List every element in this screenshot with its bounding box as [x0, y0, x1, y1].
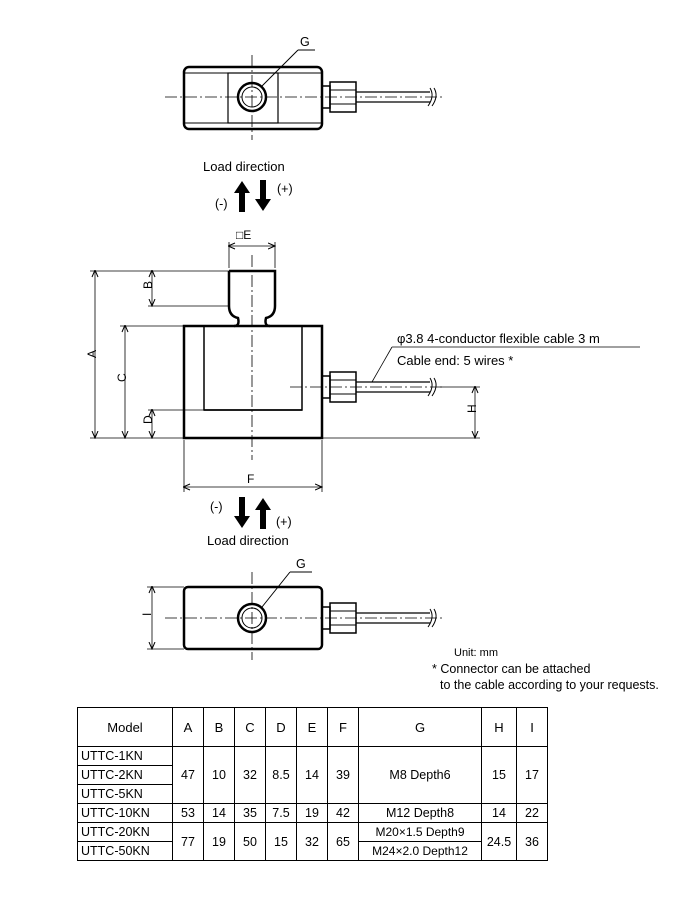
minus-label-lower: (-): [210, 500, 223, 514]
cable-spec-label: φ3.8 4-conductor flexible cable 3 m: [397, 331, 600, 346]
table-row: UTTC-1KN 47 10 32 8.5 14 39 M8 Depth6 15…: [77, 746, 548, 804]
value-f: 39: [327, 746, 359, 804]
header-e: E: [296, 707, 328, 747]
value-g: M20×1.5 Depth9: [358, 822, 482, 842]
connector-note-line2: to the cable according to your requests.: [440, 678, 659, 692]
dim-a-label: A: [85, 350, 99, 358]
value-d: 15: [265, 822, 297, 861]
model-cell: UTTC-2KN: [77, 765, 173, 785]
value-a: 53: [172, 803, 204, 823]
value-b: 10: [203, 746, 235, 804]
plus-label-upper: (+): [277, 182, 293, 196]
value-e: 32: [296, 822, 328, 861]
load-direction-label-upper: Load direction: [203, 159, 285, 174]
model-cell: UTTC-50KN: [77, 841, 173, 861]
table-row: UTTC-10KN 53 14 35 7.5 19 42 M12 Depth8 …: [77, 803, 548, 823]
value-h: 24.5: [481, 822, 517, 861]
top-view: [165, 49, 445, 140]
model-cell: UTTC-10KN: [77, 803, 173, 823]
table-header-row: Model A B C D E F G H I: [77, 707, 548, 747]
value-i: 22: [516, 803, 548, 823]
bottom-view-g-label: G: [296, 557, 306, 571]
header-f: F: [327, 707, 359, 747]
dim-e-label: □E: [236, 228, 251, 242]
dim-c-label: C: [115, 373, 129, 382]
load-arrows-lower: [234, 497, 271, 529]
bottom-view: [147, 571, 445, 660]
dim-f-label: F: [247, 472, 254, 486]
connector-note-line1: * Connector can be attached: [432, 662, 590, 676]
value-a: 47: [172, 746, 204, 804]
minus-label-upper: (-): [215, 197, 228, 211]
header-b: B: [203, 707, 235, 747]
value-f: 42: [327, 803, 359, 823]
header-c: C: [234, 707, 266, 747]
header-model: Model: [77, 707, 173, 747]
header-i: I: [516, 707, 548, 747]
model-cell: UTTC-20KN: [77, 822, 173, 842]
table-row: UTTC-2KN: [77, 765, 548, 785]
value-h: 15: [481, 746, 517, 804]
header-d: D: [265, 707, 297, 747]
value-g: M12 Depth8: [358, 803, 482, 823]
load-arrows-upper: [234, 180, 271, 212]
dim-b-label: B: [141, 281, 155, 289]
value-g: M8 Depth6: [358, 746, 482, 804]
cable-end-label: Cable end: 5 wires *: [397, 353, 513, 368]
front-dimensions: [90, 242, 640, 492]
table-row: UTTC-20KN 77 19 50 15 32 65 M20×1.5 Dept…: [77, 822, 548, 861]
dim-d-label: D: [141, 415, 155, 424]
value-g: M24×2.0 Depth12: [358, 841, 482, 861]
front-view: [182, 255, 445, 460]
dim-h-label: H: [465, 404, 479, 413]
value-b: 14: [203, 803, 235, 823]
value-c: 35: [234, 803, 266, 823]
value-f: 65: [327, 822, 359, 861]
value-a: 77: [172, 822, 204, 861]
value-c: 32: [234, 746, 266, 804]
value-h: 14: [481, 803, 517, 823]
header-h: H: [481, 707, 517, 747]
header-a: A: [172, 707, 204, 747]
load-cell-dimension-drawing: G Load direction (-) (+): [85, 35, 659, 692]
dim-i-label: I: [140, 613, 154, 616]
dimension-table: Model A B C D E F G H I UTTC-1KN 47 10 3…: [77, 707, 548, 861]
value-i: 17: [516, 746, 548, 804]
unit-note: Unit: mm: [454, 647, 498, 659]
top-view-g-label: G: [300, 35, 310, 49]
plus-label-lower: (+): [276, 515, 292, 529]
load-direction-label-lower: Load direction: [207, 533, 289, 548]
model-cell: UTTC-1KN: [77, 746, 173, 766]
header-g: G: [358, 707, 482, 747]
table-row: UTTC-50KN M24×2.0 Depth12: [77, 841, 548, 861]
value-b: 19: [203, 822, 235, 861]
value-c: 50: [234, 822, 266, 861]
value-i: 36: [516, 822, 548, 861]
table-row: UTTC-5KN: [77, 784, 548, 804]
value-e: 19: [296, 803, 328, 823]
model-cell: UTTC-5KN: [77, 784, 173, 804]
value-d: 7.5: [265, 803, 297, 823]
value-e: 14: [296, 746, 328, 804]
value-d: 8.5: [265, 746, 297, 804]
